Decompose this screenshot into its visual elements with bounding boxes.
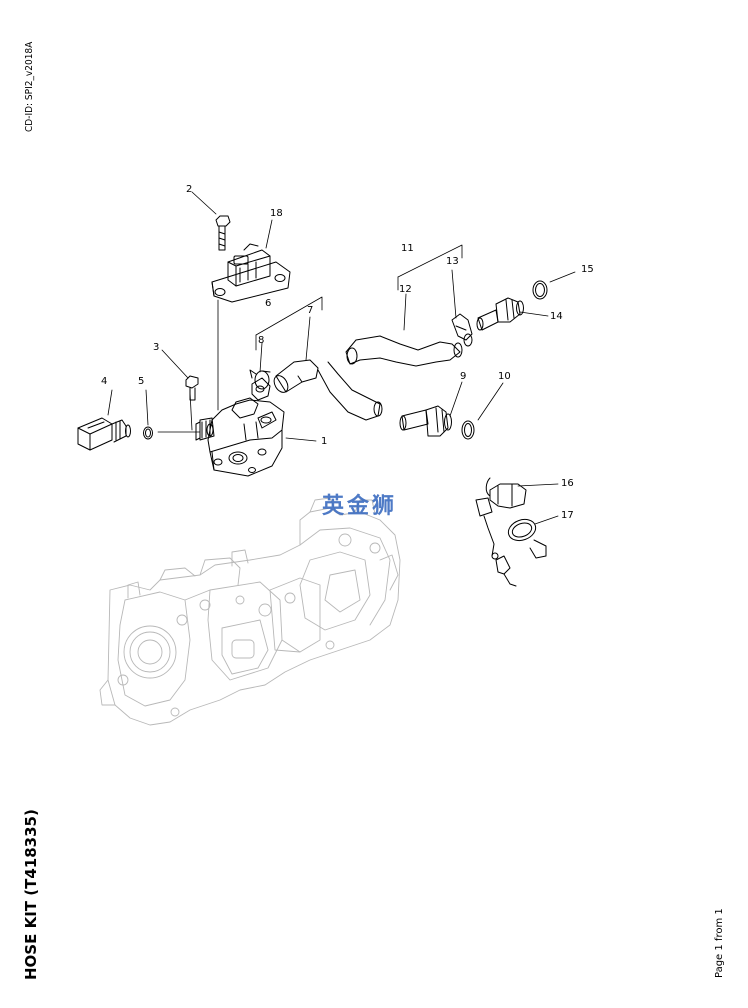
part-3-screw (185, 375, 199, 401)
part-17-clamp (507, 518, 547, 559)
part-10-o-ring (461, 420, 475, 440)
callout-17: 17 (561, 510, 574, 521)
watermark-text: 英金狮 (322, 494, 398, 519)
callout-4: 4 (101, 376, 107, 387)
part-15-o-ring (532, 280, 548, 300)
callout-5: 5 (138, 376, 144, 387)
part-15-o-ring-inner (535, 283, 545, 297)
part-9-fitting (399, 405, 452, 437)
callout-8: 8 (258, 335, 264, 346)
part-2-bolt (215, 215, 231, 251)
part-16-sensor-cable (475, 477, 527, 587)
part-4-sensor (77, 417, 131, 451)
part-5-o-ring (143, 426, 153, 440)
part-1-valve-housing (195, 377, 285, 477)
callout-12: 12 (399, 284, 412, 295)
callout-16: 16 (561, 478, 574, 489)
part-5-o-ring-inner (145, 428, 151, 438)
part-18-sensor-bracket (211, 243, 291, 303)
engine-block-drawing (99, 497, 401, 726)
callout-3: 3 (153, 342, 159, 353)
callout-2: 2 (186, 184, 192, 195)
part-7-hose (273, 359, 319, 393)
callout-18: 18 (270, 208, 283, 219)
part-12-hose (317, 335, 463, 421)
part-14-fitting (476, 297, 524, 331)
part-13-clamp (451, 313, 473, 347)
callout-11: 11 (401, 243, 414, 254)
part-8-clamp (249, 369, 271, 390)
callout-1: 1 (321, 436, 327, 447)
leader-lines (107, 191, 576, 525)
callout-13: 13 (446, 256, 459, 267)
callout-14: 14 (550, 311, 563, 322)
callout-labels: 1 2 3 4 5 6 7 8 9 10 11 12 13 14 15 16 1… (101, 184, 594, 521)
part-10-o-ring-inner (464, 423, 472, 437)
callout-10: 10 (498, 371, 511, 382)
callout-7: 7 (307, 305, 313, 316)
callout-9: 9 (460, 371, 466, 382)
callout-15: 15 (581, 264, 594, 275)
callout-6: 6 (265, 298, 271, 309)
